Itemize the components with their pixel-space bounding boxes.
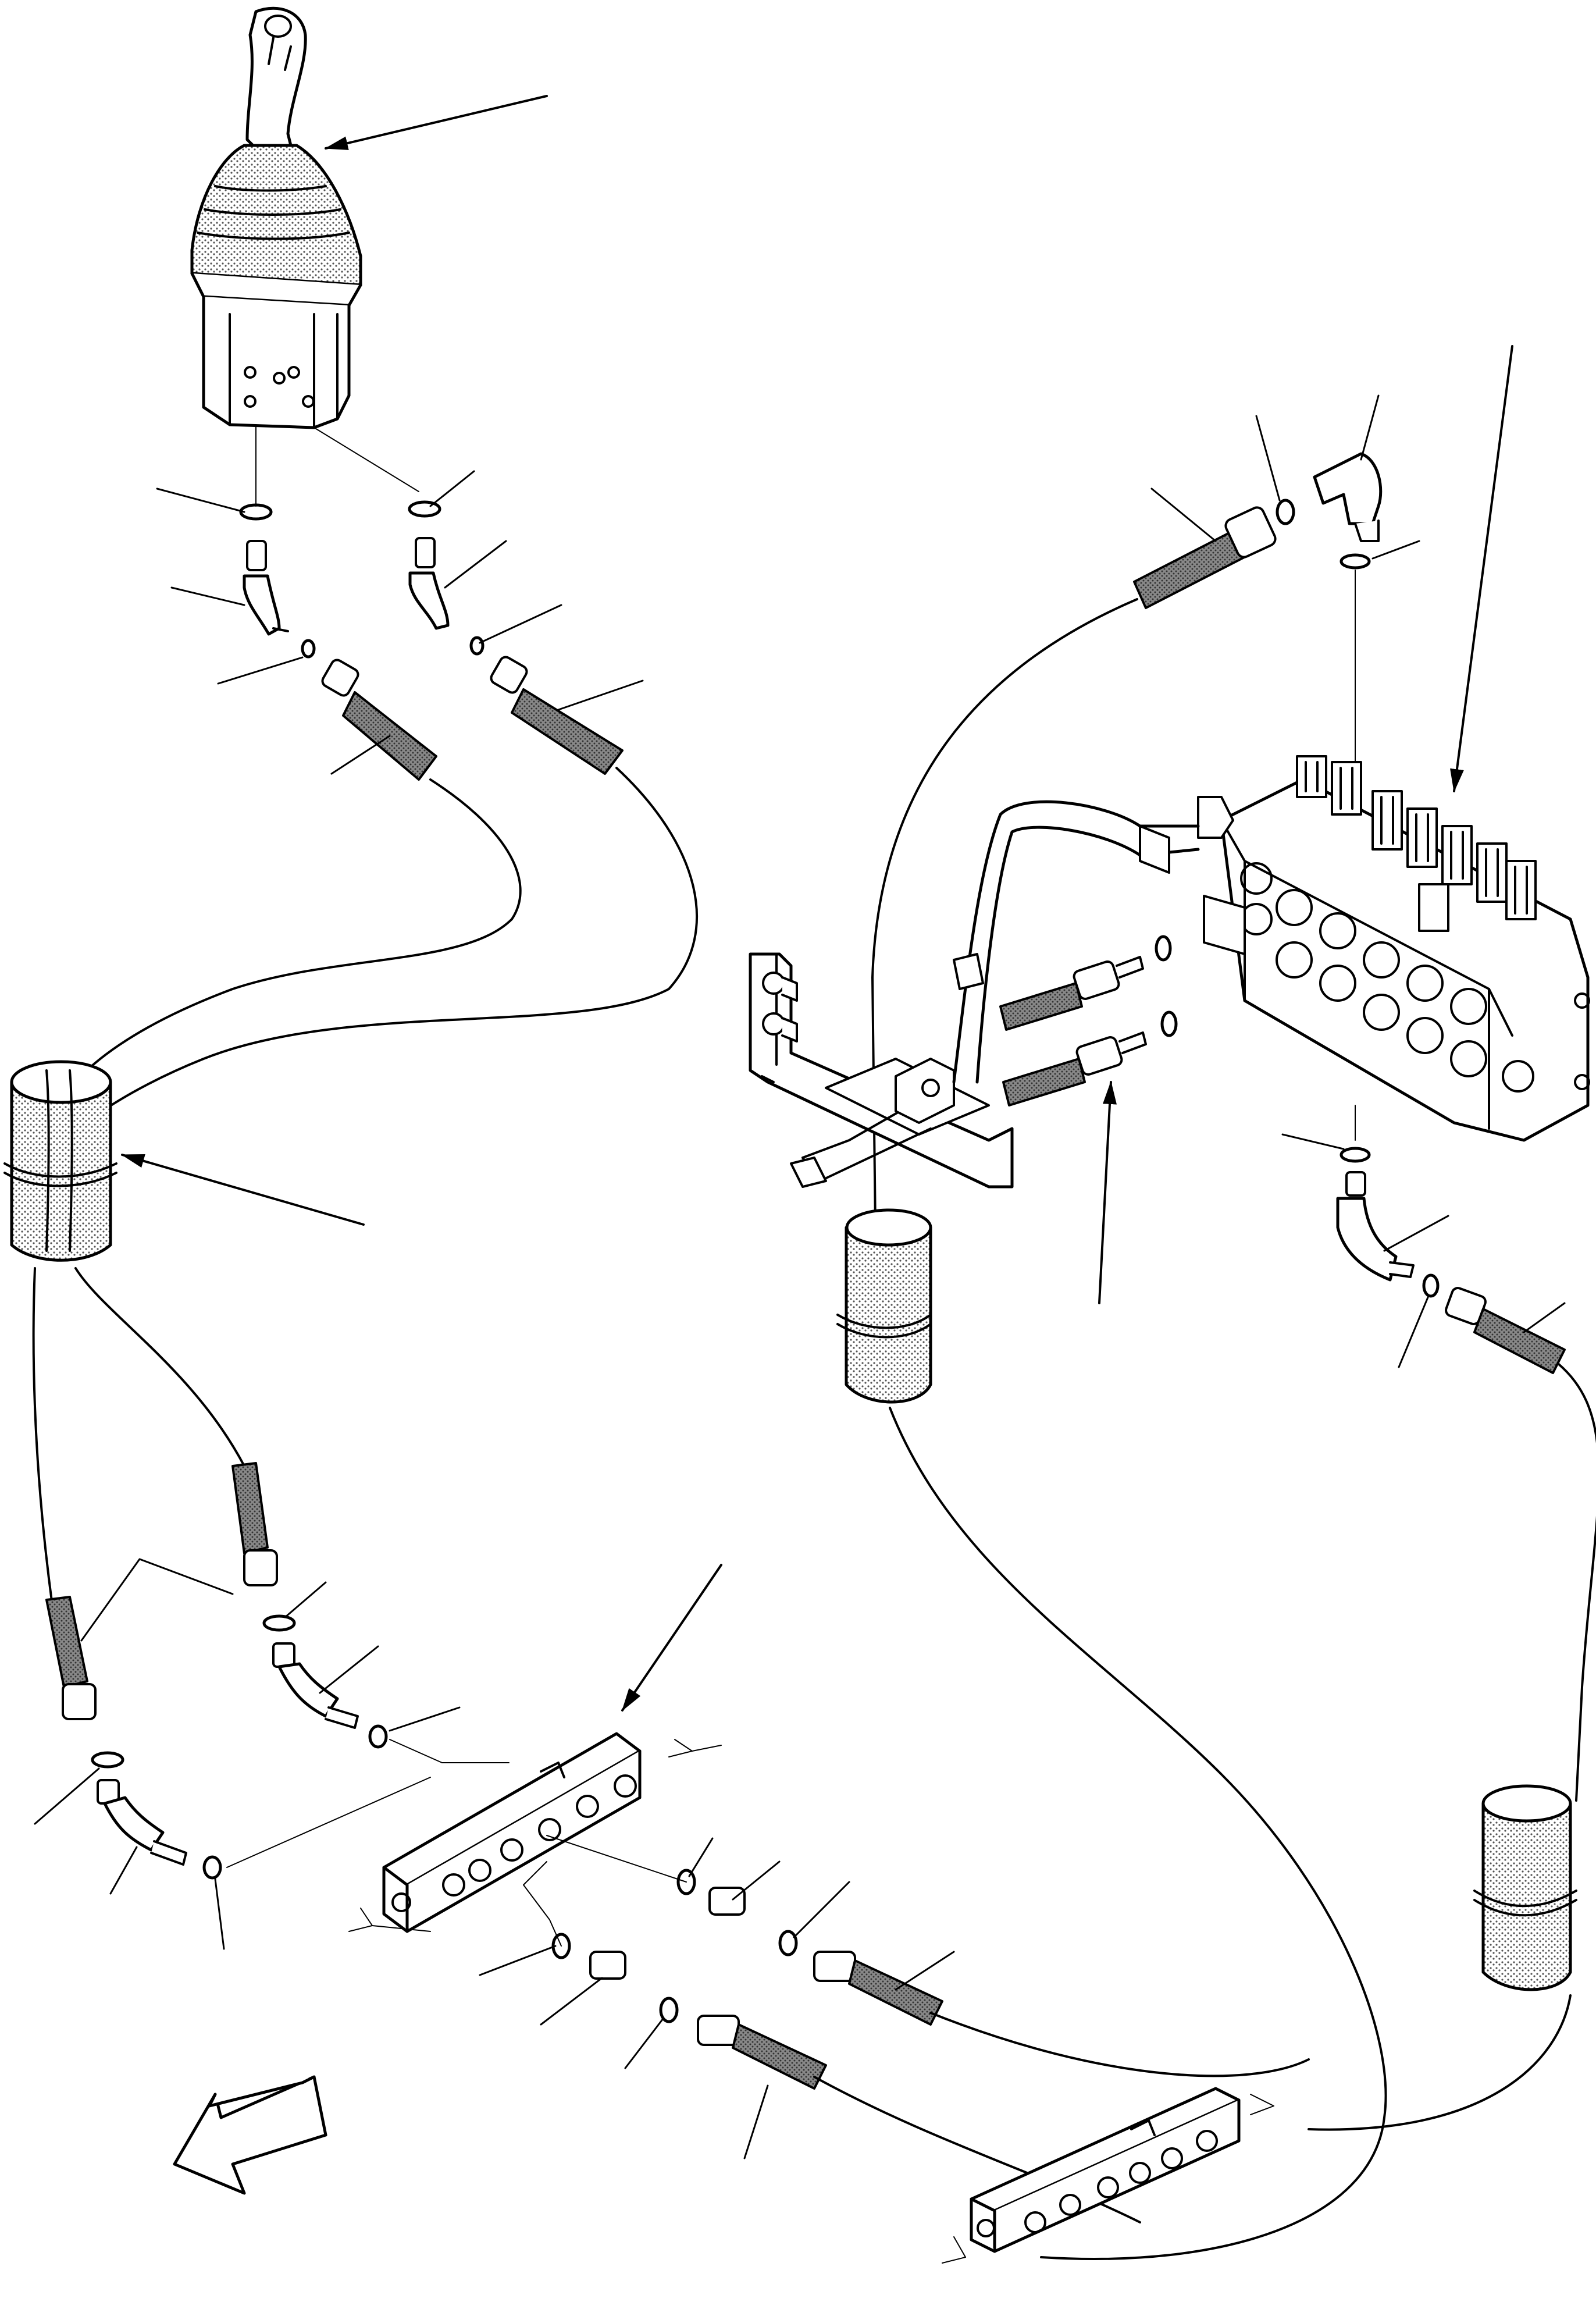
leader-line [624,2018,664,2069]
connection-line [226,1777,431,1868]
leader-line [284,1581,327,1618]
leader-line [1398,1296,1429,1368]
leader-line [214,1878,225,1950]
connection-line [389,1739,510,1763]
leader-line [1360,394,1380,461]
connection-line [546,1835,687,1883]
leader-line [389,1706,461,1732]
leader-line [743,2084,769,2159]
leader-line [1383,1215,1449,1252]
leader-line [156,488,245,513]
hose-protector-sleeve-icon-lower-right [1473,1784,1577,1991]
leader-line [34,1767,100,1825]
leader-line [444,540,507,589]
joystick-control-lever-icon [190,6,419,507]
valve-side-port-hoses [999,935,1178,1106]
hose-guard-leader-arrow [121,1154,365,1226]
leader-line [557,679,644,711]
joystick-port-fittings-right [408,500,624,775]
leader-line [1150,488,1217,542]
leader-line [319,1645,379,1694]
hose-protector-sleeve-icon [3,1060,117,1262]
leader-line [540,1977,603,2026]
leader-line [895,1951,955,1991]
leader-line [1523,1302,1566,1333]
leader-line [1255,415,1281,501]
hose-end-fittings-lower-left [45,1462,388,1880]
manifold-port-fittings-center [551,1869,943,2090]
leader-line [732,1860,781,1901]
leader-line [217,656,304,685]
leader-line [688,1837,714,1877]
valve-bottom-fittings [1336,1105,1566,1374]
leader-line [170,586,245,606]
joystick-port-fittings-left [239,503,437,781]
pilot-hose [1308,1994,1572,2131]
control-valve-leader-arrow [1450,345,1513,792]
manifold-block-icon-bottom [942,2087,1274,2264]
pilot-hose [871,598,1138,1229]
side-port-hose-leader-arrow [1098,1081,1117,1304]
pilot-hose [1558,1363,1596,1802]
leader-line [479,604,562,644]
pilot-hose [929,2012,1310,2077]
connection-line [523,1861,562,1947]
direction-arrow-icon [173,2075,327,2195]
leader-line [330,735,391,775]
manifold-block-icon [348,1732,722,1933]
leader-line [1371,540,1420,560]
pilot-hose [32,1267,54,1607]
pilot-hose [889,1407,1387,2260]
pilot-hose [92,767,699,1118]
valve-top-fittings [1133,452,1383,780]
joystick-leader-arrow [325,95,548,150]
leader-line [1281,1133,1345,1150]
leader-line [479,1945,557,1976]
manifold-leader-arrow [621,1564,722,1712]
pilot-hose [74,1267,245,1467]
leader-line [109,1846,138,1895]
pilot-hose [57,778,522,1106]
mounting-bracket-icon [749,800,1200,1189]
leader-line [429,470,475,507]
leader-line [793,1881,850,1938]
leader-line [80,1558,234,1642]
hose-protector-sleeve-icon-upper-right [836,1208,932,1404]
multi-section-control-valve-icon [1197,755,1590,1142]
